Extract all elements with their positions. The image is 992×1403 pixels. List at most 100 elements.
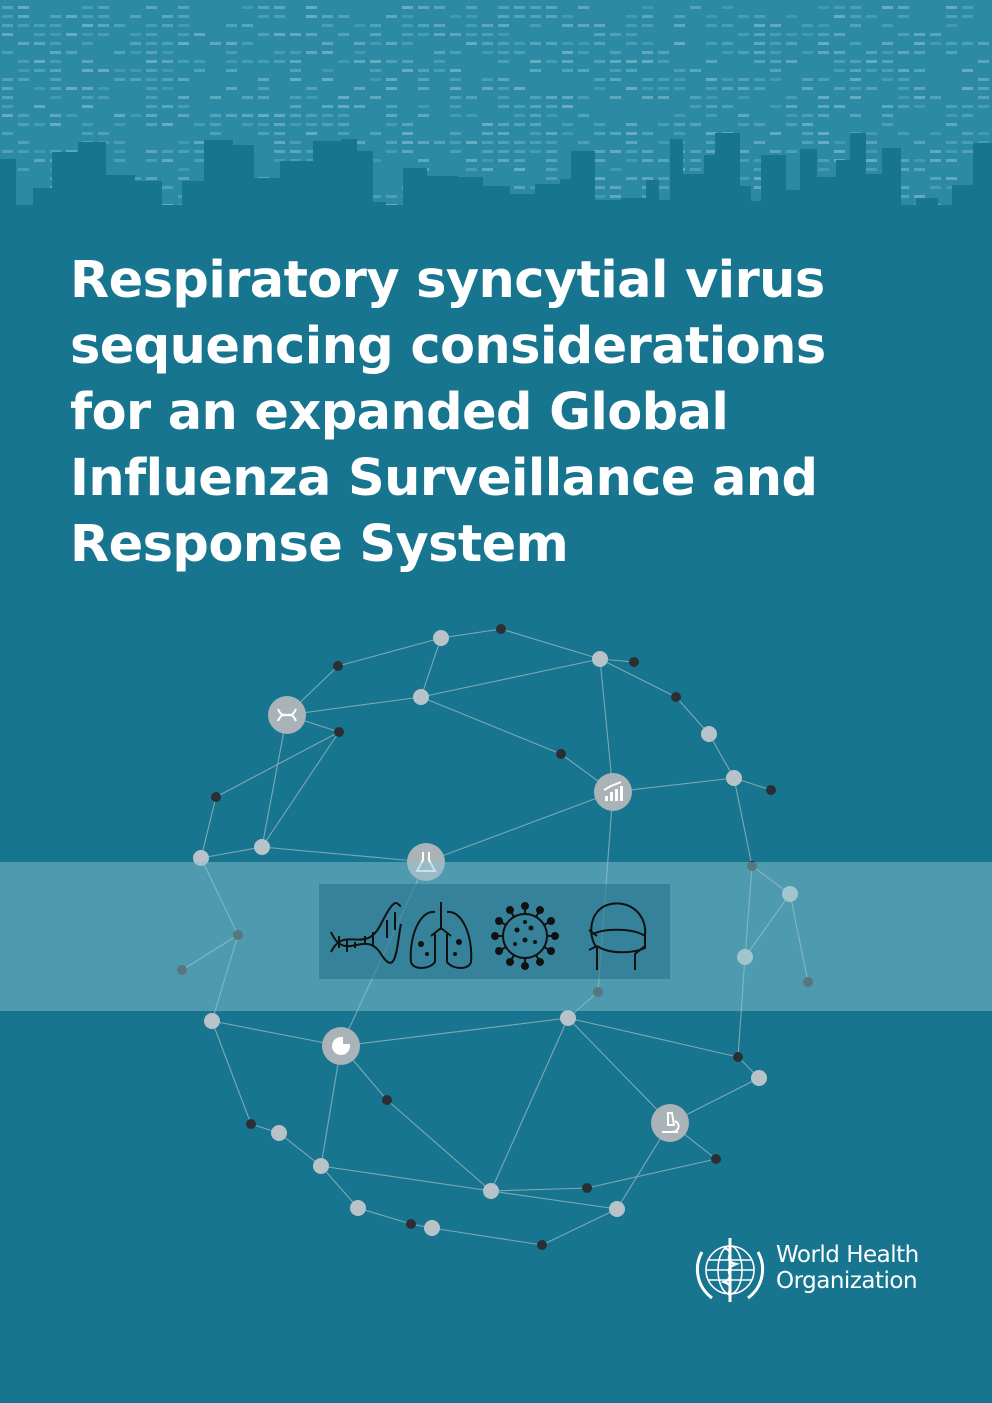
network-link [541, 1208, 618, 1246]
gel-band [546, 60, 557, 63]
gel-band [546, 150, 557, 153]
gel-band [210, 96, 221, 99]
gel-band [178, 177, 189, 180]
gel-band [290, 60, 301, 63]
gel-band [754, 141, 765, 144]
network-link [567, 1017, 671, 1124]
gel-band [722, 105, 733, 108]
gel-band [818, 33, 829, 36]
gel-band [146, 78, 157, 81]
gel-band [514, 123, 525, 126]
network-link [420, 658, 601, 698]
gel-band [978, 42, 989, 45]
gel-band [818, 51, 829, 54]
gel-band [818, 96, 829, 99]
gel-band [882, 24, 893, 27]
gel-band [98, 87, 109, 90]
gel-band [914, 141, 925, 144]
gel-band [2, 96, 13, 99]
gel-band [130, 33, 141, 36]
gel-band [786, 114, 797, 117]
gel-band [530, 132, 541, 135]
gel-band [82, 96, 93, 99]
network-link [211, 1020, 252, 1125]
gel-band [674, 132, 685, 135]
gel-band [610, 150, 621, 153]
gel-band [2, 87, 13, 90]
gel-band [930, 159, 941, 162]
gel-band [530, 6, 541, 9]
gel-band [754, 33, 765, 36]
gel-band [594, 186, 605, 189]
gel-band [642, 87, 653, 90]
network-node [204, 1013, 220, 1029]
gel-band [2, 51, 13, 54]
gel-band [754, 24, 765, 27]
gel-band [962, 15, 973, 18]
gel-band [882, 78, 893, 81]
gel-band [354, 51, 365, 54]
gel-band [178, 15, 189, 18]
gel-band [322, 123, 333, 126]
gel-band [882, 42, 893, 45]
gel-band [194, 150, 205, 153]
gel-band [466, 96, 477, 99]
gel-band [850, 78, 861, 81]
gel-band [978, 105, 989, 108]
gel-band [770, 51, 781, 54]
network-link [500, 628, 601, 660]
gel-band [178, 6, 189, 9]
gel-band [370, 132, 381, 135]
gel-band [722, 51, 733, 54]
gel-band [802, 51, 813, 54]
gel-band [882, 69, 893, 72]
gel-band [18, 78, 29, 81]
gel-band [274, 51, 285, 54]
gel-band [818, 6, 829, 9]
microscope-icon [651, 1104, 689, 1142]
gel-band [594, 60, 605, 63]
gel-band [402, 150, 413, 153]
gel-band [338, 60, 349, 63]
gel-band [946, 159, 957, 162]
gel-band [914, 42, 925, 45]
gel-band [930, 33, 941, 36]
network-node [271, 1125, 287, 1141]
gel-band [802, 132, 813, 135]
network-link [261, 714, 288, 848]
gel-band [274, 123, 285, 126]
gel-band [114, 114, 125, 117]
gel-band [386, 150, 397, 153]
gel-band [178, 33, 189, 36]
virus-spike-tip [495, 917, 504, 925]
gel-band [546, 141, 557, 144]
gel-band [818, 24, 829, 27]
gel-band [658, 159, 669, 162]
bar-chart-icon [594, 773, 632, 811]
gel-band [738, 123, 749, 126]
gel-band [82, 123, 93, 126]
gel-band [898, 33, 909, 36]
gel-band [786, 42, 797, 45]
gel-band [2, 105, 13, 108]
gel-band [802, 123, 813, 126]
gel-band [786, 33, 797, 36]
gel-band [402, 42, 413, 45]
gel-band [546, 114, 557, 117]
gel-band [354, 24, 365, 27]
gel-band [50, 69, 61, 72]
gel-band [146, 42, 157, 45]
gel-band [850, 60, 861, 63]
gel-band [818, 159, 829, 162]
gel-band [386, 60, 397, 63]
gel-band [626, 42, 637, 45]
gel-band [706, 15, 717, 18]
gel-band [450, 69, 461, 72]
gel-band [946, 114, 957, 117]
gel-band [658, 78, 669, 81]
gel-band [98, 15, 109, 18]
network-node [333, 661, 343, 671]
gel-band [114, 69, 125, 72]
gel-band [386, 78, 397, 81]
gel-band [658, 141, 669, 144]
